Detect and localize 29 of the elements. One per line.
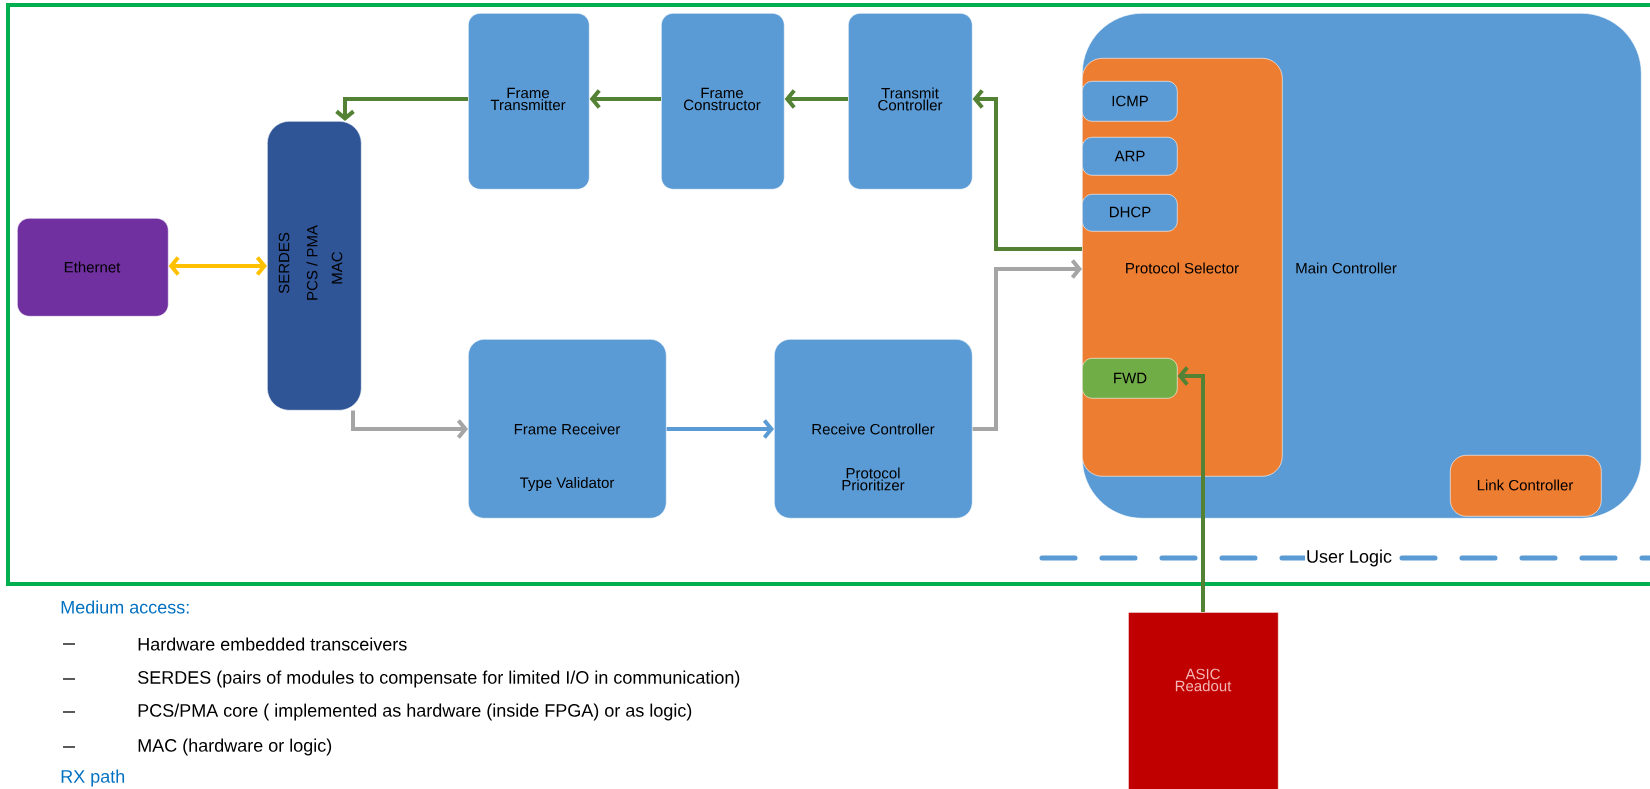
arrow	[784, 89, 848, 109]
process-box: Frame Transmitter	[468, 13, 590, 190]
arrow	[666, 419, 774, 439]
note-text: SERDES (pairs of modules to compensate for limited I/O in communication)	[138, 670, 740, 688]
region-label: User Logic	[1305, 548, 1393, 568]
arrow	[351, 410, 468, 439]
protocol-box: ICMP	[1082, 81, 1178, 122]
asic-box: ASIC Readout	[1128, 612, 1279, 789]
phy-box: SERDES PCS / PMA MAC	[267, 121, 362, 411]
controller-box: Link Controller	[1450, 455, 1602, 517]
interface-box: Ethernet	[17, 218, 169, 317]
process-box: Transmit Controller	[848, 13, 973, 190]
protocol-box: FWD	[1082, 358, 1178, 399]
arrow	[589, 89, 661, 109]
arrow	[1177, 366, 1205, 612]
note-text: Hardware embedded transceivers	[138, 637, 407, 651]
protocol-box: ARP	[1082, 137, 1178, 176]
process-box: Receive Controller Protocol Prioritizer	[774, 339, 973, 519]
note-text: Medium access:	[61, 600, 189, 614]
arrow	[168, 256, 267, 276]
arrow	[972, 89, 1082, 251]
arrow	[335, 97, 468, 121]
process-box: Frame Constructor	[661, 13, 785, 190]
protocol-box: DHCP	[1082, 194, 1178, 232]
note-text: RX path	[61, 769, 125, 787]
process-box: Frame Receiver Type Validator	[468, 339, 667, 519]
note-text: MAC (hardware or logic)	[138, 738, 332, 756]
arrow	[972, 259, 1082, 431]
note-text: PCS/PMA core ( implemented as hardware (inside FPGA) or as logic)	[138, 703, 692, 721]
